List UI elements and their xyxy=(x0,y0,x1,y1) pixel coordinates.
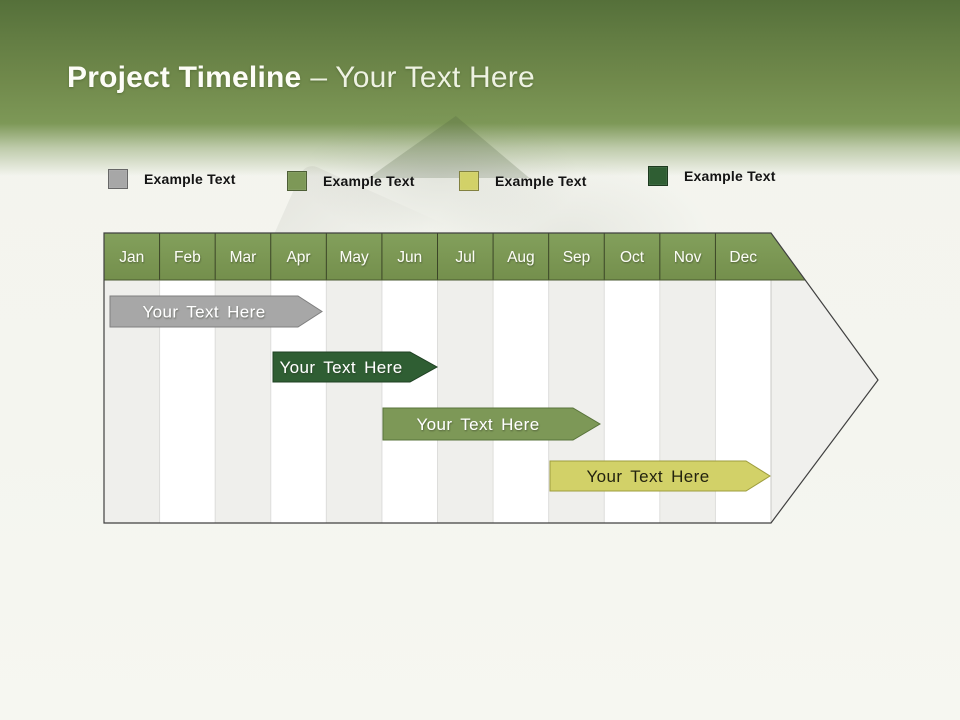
task-bar-shape xyxy=(109,295,323,328)
month-label: Aug xyxy=(507,249,535,266)
legend-item: Example Text xyxy=(648,166,776,186)
task-bar-label: Your Text Here xyxy=(586,467,709,486)
month-label: Oct xyxy=(620,249,645,266)
legend-item: Example Text xyxy=(287,171,415,191)
task-bar-4: Your Text Here xyxy=(549,460,771,492)
month-label: Dec xyxy=(729,249,757,266)
task-bar-label: Your Text Here xyxy=(142,303,265,322)
legend-label: Example Text xyxy=(495,173,587,189)
header-band xyxy=(0,0,960,176)
timeline-chart: Jan Feb Mar Apr May Jun Jul Aug Sep Oct … xyxy=(103,232,879,614)
month-header-band xyxy=(104,233,806,280)
title-bold: Project Timeline xyxy=(67,61,302,94)
legend-swatch-darkgreen xyxy=(648,166,668,186)
legend-label: Example Text xyxy=(144,171,236,187)
legend-swatch-gray xyxy=(108,169,128,189)
month-label: Jun xyxy=(397,249,422,266)
task-bar-shape xyxy=(272,351,439,383)
task-bar-2: Your Text Here xyxy=(272,351,439,383)
month-label: Apr xyxy=(286,249,310,266)
timeline-reflection xyxy=(104,525,878,614)
month-label: Nov xyxy=(674,249,702,266)
task-bar-label: Your Text Here xyxy=(416,415,539,434)
task-bar-shape xyxy=(382,407,601,441)
task-bar-3: Your Text Here xyxy=(382,407,601,441)
legend-swatch-olive xyxy=(287,171,307,191)
month-label: Feb xyxy=(174,249,201,266)
task-bar-label: Your Text Here xyxy=(279,358,402,377)
month-label: Sep xyxy=(563,249,591,266)
task-bar-shape xyxy=(549,460,771,492)
month-label: May xyxy=(339,249,369,266)
legend-item: Example Text xyxy=(108,169,236,189)
month-label: Jan xyxy=(119,249,144,266)
legend-swatch-yellow xyxy=(459,171,479,191)
legend-label: Example Text xyxy=(323,173,415,189)
title-subtext: – Your Text Here xyxy=(310,61,535,94)
task-bar-1: Your Text Here xyxy=(109,295,323,328)
page-title: Project Timeline– Your Text Here xyxy=(67,60,535,96)
month-label: Jul xyxy=(455,249,475,266)
timeline-arrow-outline xyxy=(103,232,879,524)
month-labels: Jan Feb Mar Apr May Jun Jul Aug Sep Oct … xyxy=(119,249,757,266)
month-label: Mar xyxy=(230,249,257,266)
month-header-separators xyxy=(104,233,806,281)
legend-item: Example Text xyxy=(459,171,587,191)
legend-label: Example Text xyxy=(684,168,776,184)
